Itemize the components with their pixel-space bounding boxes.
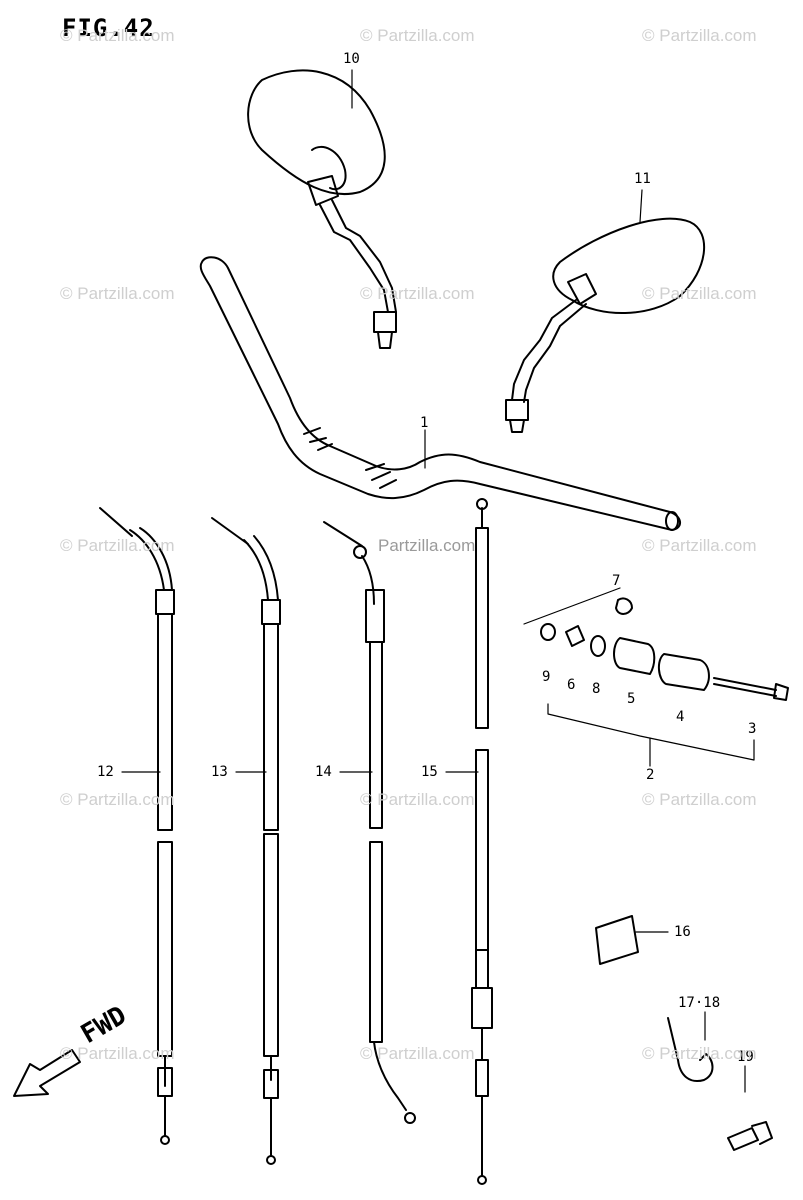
callout-8: 8 <box>592 681 601 697</box>
callout-10: 10 <box>343 51 360 67</box>
cable-part-14 <box>323 521 416 1124</box>
watermark: © Partzilla.com <box>60 26 175 45</box>
watermark: © Partzilla.com <box>642 790 757 809</box>
callout-1: 1 <box>420 415 429 431</box>
label-part-16 <box>595 915 639 965</box>
callout-4: 4 <box>676 709 685 725</box>
watermark: © Partzilla.com <box>642 1044 757 1063</box>
callout-16: 16 <box>674 924 691 940</box>
watermark: © Partzilla.com <box>642 536 757 555</box>
watermark: © Partzilla.com <box>60 536 175 555</box>
callout-3: 3 <box>748 721 757 737</box>
cable-part-12 <box>99 507 175 1145</box>
figure-label: FIG.42 <box>62 14 155 42</box>
callout-5: 5 <box>627 691 636 707</box>
callout-7: 7 <box>612 573 621 589</box>
balancer-assembly <box>540 597 789 701</box>
handlebar-part-1 <box>199 256 681 531</box>
watermark: © Partzilla.com <box>642 26 757 45</box>
watermark: © Partzilla.com <box>360 26 475 45</box>
watermark: © Partzilla.com <box>360 1044 475 1063</box>
callout-17-18: 17·18 <box>678 995 721 1011</box>
bolt-part-19 <box>727 1121 773 1151</box>
watermark: © Partzilla.com <box>360 284 475 303</box>
watermark: © Partzilla.com <box>642 284 757 303</box>
watermark-prominent: Partzilla.com <box>378 536 476 555</box>
mirror-right-part-11 <box>505 217 706 433</box>
watermark: © Partzilla.com <box>60 284 175 303</box>
watermark: © Partzilla.com <box>360 790 475 809</box>
callout-14: 14 <box>315 764 332 780</box>
clamp-part-17-18 <box>667 1017 714 1082</box>
cable-part-13 <box>211 517 281 1165</box>
callout-13: 13 <box>211 764 228 780</box>
callout-12: 12 <box>97 764 114 780</box>
mirror-left-part-10 <box>247 69 397 349</box>
cable-part-15 <box>471 498 493 1185</box>
callout-2: 2 <box>646 767 655 783</box>
callout-11: 11 <box>634 171 651 187</box>
callout-9: 9 <box>542 669 551 685</box>
leader-lines <box>121 69 755 1093</box>
watermark: © Partzilla.com <box>60 790 175 809</box>
fwd-arrow <box>13 1049 81 1097</box>
callout-19: 19 <box>737 1049 754 1065</box>
watermark: © Partzilla.com <box>60 1044 175 1063</box>
callout-6: 6 <box>567 677 576 693</box>
callout-15: 15 <box>421 764 438 780</box>
